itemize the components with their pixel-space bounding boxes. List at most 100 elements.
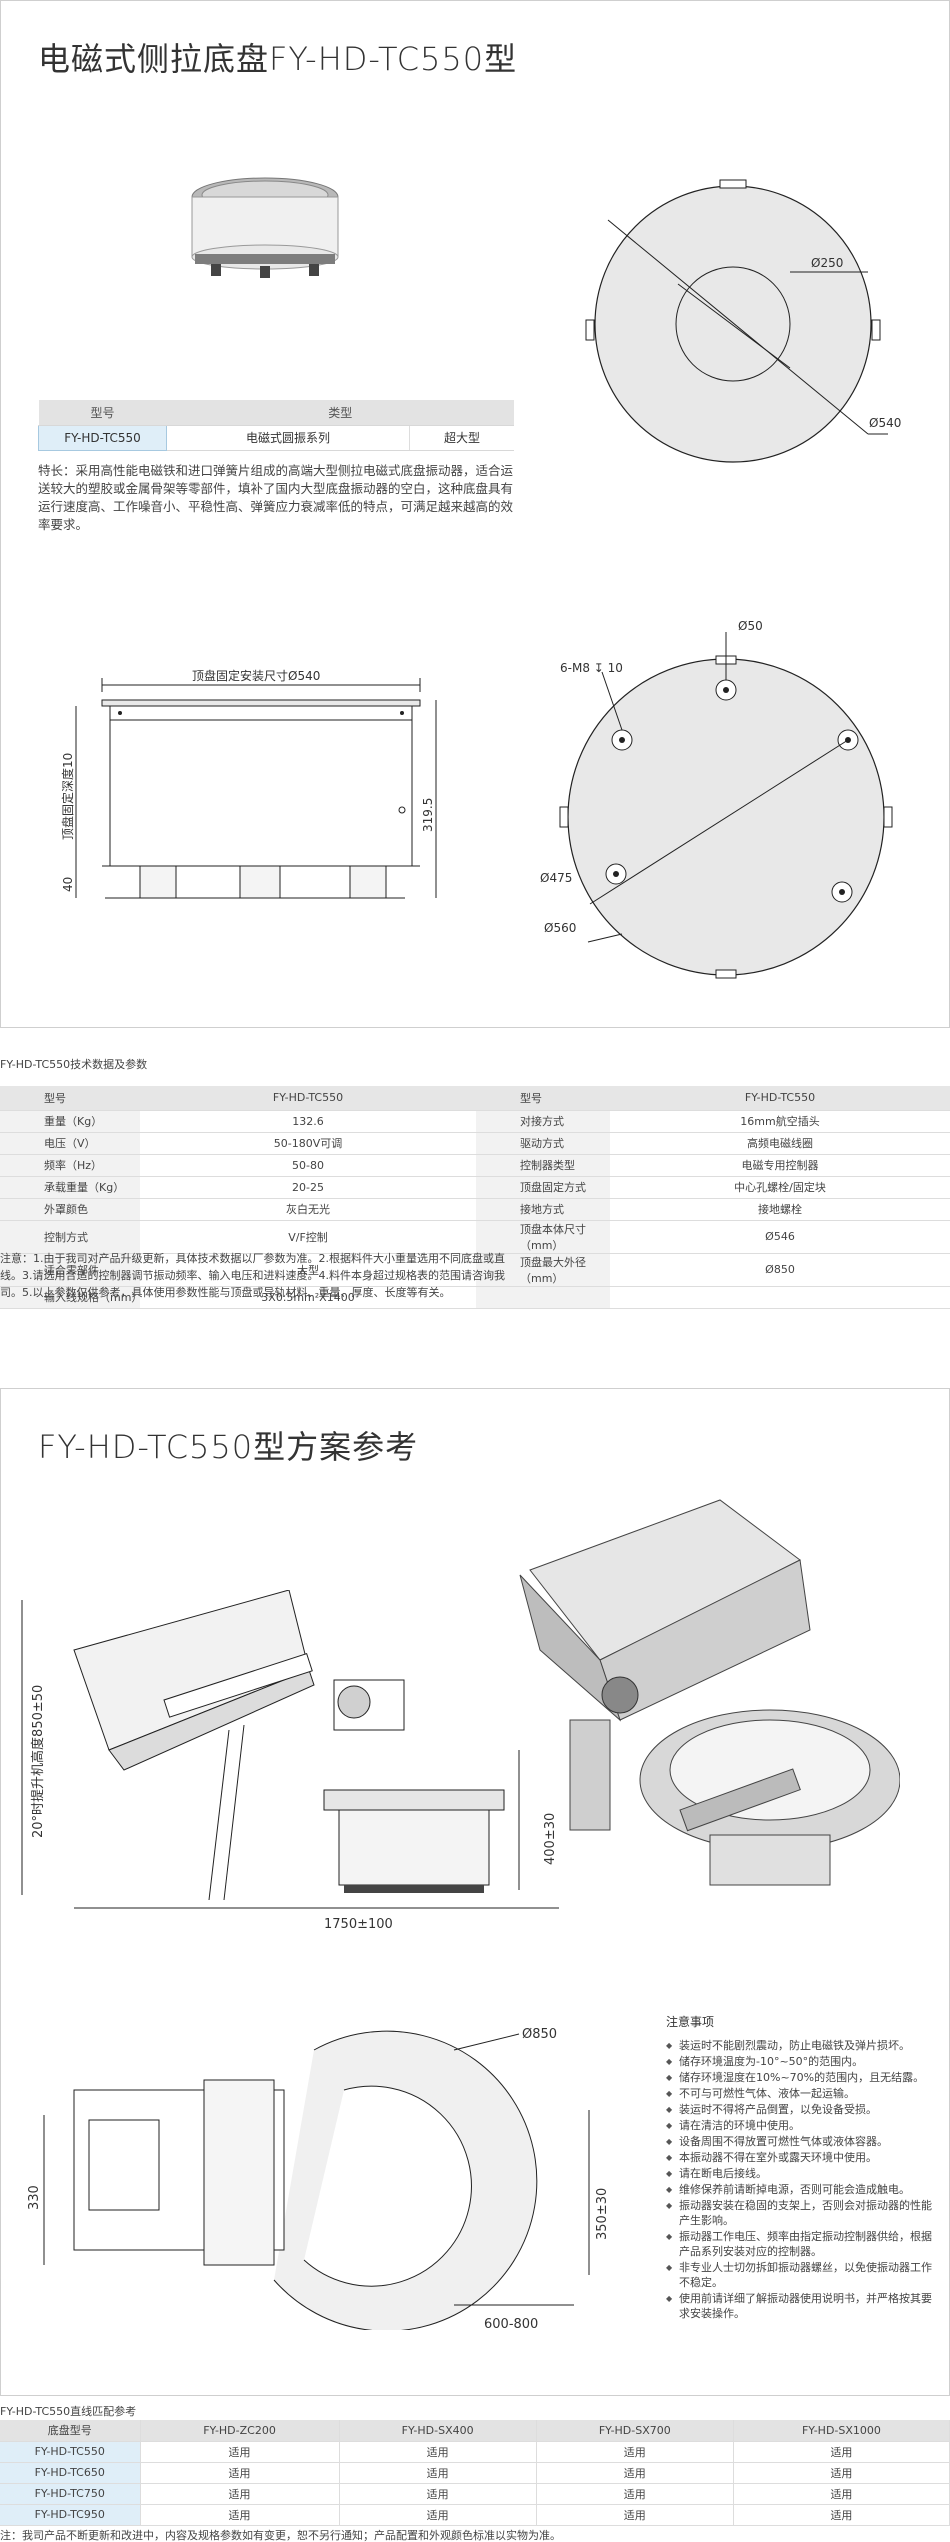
attention-item: 使用前请详细了解振动器使用说明书，并严格按其要求安装操作。 (666, 2291, 936, 2321)
attention-item: 维修保养前请断掉电源，否则可能会造成触电。 (666, 2182, 936, 2197)
spec-right-label: 顶盘本体尺寸（mm） (476, 1220, 610, 1254)
spec-right-label: 顶盘固定方式 (476, 1176, 610, 1199)
spec-left-value: 50-80 (140, 1154, 476, 1177)
spec-left-label: 频率（Hz） (0, 1154, 140, 1177)
match-header-cell: 底盘型号 (0, 2420, 141, 2442)
attention-item: 储存环境温度为-10°~50°的范围内。 (666, 2054, 936, 2069)
top-view-inner-dim: Ø250 (811, 256, 843, 270)
match-header-cell: FY-HD-SX1000 (733, 2420, 950, 2442)
attention-item: 装运时不能剧烈震动，防止电磁铁及弹片损坏。 (666, 2038, 936, 2053)
spec-left-value: 20-25 (140, 1176, 476, 1199)
type-table-model-header: 型号 (38, 400, 167, 426)
attention-item: 请在断电后接线。 (666, 2166, 936, 2181)
page-title: 电磁式侧拉底盘FY-HD-TC550型 (38, 40, 518, 78)
spec-right-value: Ø850 (610, 1253, 950, 1287)
type-table-size: 超大型 (409, 425, 514, 451)
spec-left-value: 132.6 (140, 1110, 476, 1133)
match-cell: 适用 (339, 2462, 537, 2484)
match-row-model: FY-HD-TC950 (0, 2504, 141, 2526)
spec-right-value: 中心孔螺栓/固定块 (610, 1176, 950, 1199)
spec-notes: 注意：1.由于我司对产品升级更新，具体技术数据以厂参数为准。2.根据料件大小重量… (0, 1252, 505, 1299)
spec-left-label: 控制方式 (0, 1220, 140, 1254)
spec-left-label: 适合零部件 (0, 1253, 140, 1287)
match-row-model: FY-HD-TC550 (0, 2441, 141, 2463)
attention-item: 不可与可燃性气体、液体一起运输。 (666, 2086, 936, 2101)
attention-item: 装运时不得将产品倒置，以免设备受损。 (666, 2102, 936, 2117)
front-bowl-height-dim: 400±30 (543, 1813, 558, 1865)
bottom-view-pcd-dim: Ø475 (540, 871, 572, 885)
spec-left-header-value: FY-HD-TC550 (140, 1086, 476, 1111)
match-cell: 适用 (339, 2504, 537, 2526)
spec-left-label: 外罩颜色 (0, 1198, 140, 1221)
match-header-cell: FY-HD-SX700 (536, 2420, 734, 2442)
spec-row: 输入线规格（mm）3X0.5mm²X1400 (0, 1286, 950, 1309)
attention-title: 注意事项 (666, 2015, 715, 2029)
product-photo (191, 177, 339, 278)
spec-table: 型号 FY-HD-TC550 型号 FY-HD-TC550 重量（Kg）132.… (0, 1086, 950, 1309)
spec-right-value: 接地螺栓 (610, 1198, 950, 1221)
bottom-view-center-dim: Ø50 (738, 619, 763, 633)
match-cell: 适用 (140, 2462, 340, 2484)
match-caption: FY-HD-TC550直线匹配参考 (0, 2405, 137, 2418)
spec-left-value: 灰白无光 (140, 1198, 476, 1221)
spec-right-value: 电磁专用控制器 (610, 1154, 950, 1177)
match-cell: 适用 (733, 2504, 950, 2526)
plan-bowl-dim: Ø850 (522, 2027, 557, 2042)
plan-offset-dim: 350±30 (595, 2188, 610, 2240)
match-cell: 适用 (140, 2504, 340, 2526)
side-view-depth-dim: 顶盘固定深度10 (60, 753, 75, 840)
attention-item: 非专业人士切勿拆卸振动器螺丝，以免使振动器工作不稳定。 (666, 2260, 936, 2290)
spec-left-value: 大型 (140, 1253, 476, 1287)
match-header-cell: FY-HD-SX400 (339, 2420, 537, 2442)
spec-left-label: 重量（Kg） (0, 1110, 140, 1133)
type-table-model: FY-HD-TC550 (38, 424, 167, 451)
match-cell: 适用 (536, 2483, 734, 2505)
plan-depth-dim: 330 (27, 2185, 42, 2210)
match-cell: 适用 (339, 2483, 537, 2505)
spec-left-label: 输入线规格（mm） (0, 1286, 142, 1309)
type-table-series: 电磁式圆振系列 (166, 425, 411, 451)
bottom-view-outer-dim: Ø560 (544, 921, 576, 935)
spec-left-label: 电压（V） (0, 1132, 140, 1155)
match-cell: 适用 (733, 2483, 950, 2505)
side-view-height-dim: 319.5 (421, 798, 435, 832)
spec-right-value: 高频电磁线圈 (610, 1132, 950, 1155)
spec-left-value: 3X0.5mm²X1400 (140, 1286, 476, 1309)
plan-view-drawing: Ø850 330 350±30 600-800 (27, 2027, 610, 2330)
match-cell: 适用 (140, 2441, 340, 2463)
attention-item: 振动器安装在稳固的支架上，否则会对振动器的性能产生影响。 (666, 2198, 936, 2228)
attention-list: 注意事项 装运时不能剧烈震动，防止电磁铁及弹片损坏。储存环境温度为-10°~50… (666, 2015, 936, 2322)
spec-row: 适合零部件大型顶盘最大外径（mm）Ø850 (0, 1253, 950, 1287)
spec-caption: FY-HD-TC550技术数据及参数 (0, 1058, 148, 1071)
spec-left-value: V/F控制 (140, 1220, 476, 1254)
attention-item: 本振动器不得在室外或露天环境中使用。 (666, 2150, 936, 2165)
plan-rail-dim: 600-800 (484, 2317, 538, 2330)
bottom-view-holes-dim: 6-M8 ↧ 10 (560, 661, 623, 675)
type-table-type-header: 类型 (166, 400, 514, 426)
spec-right-value (610, 1286, 950, 1309)
attention-item: 振动器工作电压、频率由指定振动控制器供给，根据产品系列安装对应的控制器。 (666, 2229, 936, 2259)
match-cell: 适用 (536, 2441, 734, 2463)
match-cell: 适用 (733, 2441, 950, 2463)
match-cell: 适用 (733, 2462, 950, 2484)
spec-right-value: Ø546 (610, 1220, 950, 1254)
match-cell: 适用 (536, 2462, 734, 2484)
spec-right-label: 驱动方式 (476, 1132, 610, 1155)
spec-left-value: 50-180V可调 (140, 1132, 476, 1155)
spec-row: 电压（V）50-180V可调驱动方式高频电磁线圈 (0, 1132, 950, 1155)
side-view-drawing: 顶盘固定安装尺寸Ø540 319.5 顶盘固定深度10 40 (60, 668, 437, 899)
match-row-model: FY-HD-TC750 (0, 2483, 141, 2505)
attention-item: 设备周围不得放置可燃性气体或液体容器。 (666, 2134, 936, 2149)
type-table: 型号 类型 FY-HD-TC550 电磁式圆振系列 超大型 (38, 400, 514, 451)
attention-item: 储存环境湿度在10%~70%的范围内，且无结露。 (666, 2070, 936, 2085)
solution-title: FY-HD-TC550型方案参考 (38, 1428, 419, 1466)
isometric-render (519, 1499, 900, 1886)
spec-left-label: 承载重量（Kg） (0, 1176, 140, 1199)
